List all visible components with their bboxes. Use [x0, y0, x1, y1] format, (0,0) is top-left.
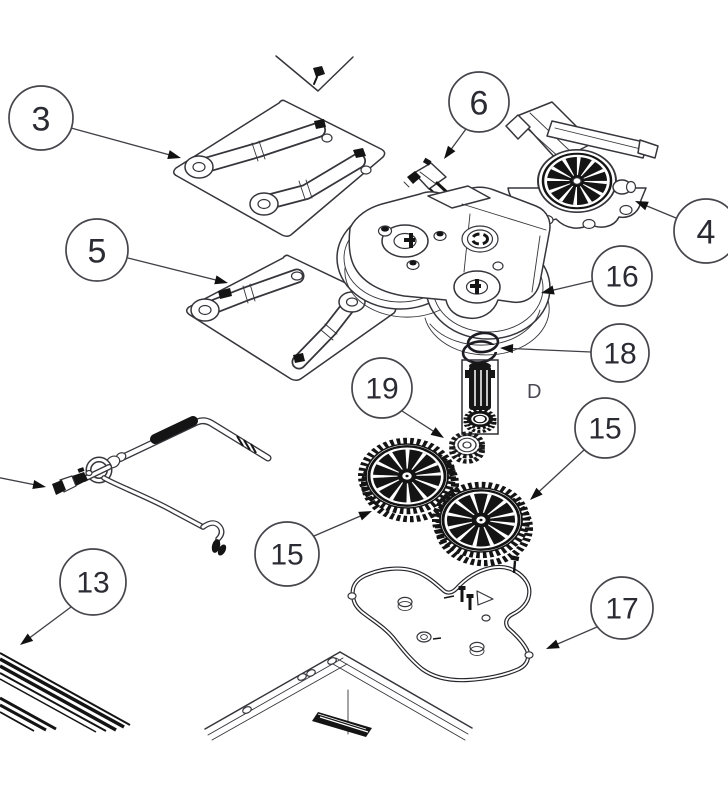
gasket-hardware: [397, 555, 520, 657]
link-arm-plate-lower: [186, 254, 397, 382]
callout-label-5: 5: [88, 232, 107, 270]
callout-15-leader-arrowhead: [530, 487, 543, 500]
callout-17-leader-line: [555, 626, 598, 646]
callout-balloon-4: [673, 198, 728, 264]
callout-balloon-18: [590, 323, 650, 383]
callout-balloon-6: [448, 71, 510, 133]
callout-15-leader-line: [537, 449, 585, 494]
callout-balloon-17: [590, 576, 654, 640]
link-arm-plate-upper: [173, 99, 386, 238]
callout-balloon-5: [65, 218, 129, 282]
callout-label-15: 15: [270, 539, 303, 572]
callout-6-leader-line: [449, 128, 467, 151]
gasket-seal: [347, 555, 534, 683]
callout-16-leader-line: [551, 280, 593, 292]
callout-4-leader-line: [644, 204, 677, 219]
callout-label-18: 18: [603, 338, 636, 371]
callout-16-leader-arrowhead: [541, 285, 555, 295]
callout-4-leader-arrowhead: [635, 201, 649, 211]
window-motor: [505, 101, 659, 230]
callout-label-4: 4: [697, 213, 716, 251]
callout-balloon-15: [574, 397, 636, 459]
callout-18-leader-arrowhead: [500, 343, 514, 354]
item-leader-0-line: [0, 477, 36, 486]
callout-balloon-16: [591, 245, 653, 307]
callout-13-leader-arrowhead: [20, 633, 34, 645]
top-plate-partial: [275, 55, 354, 92]
callout-label-6: 6: [470, 84, 489, 122]
main-gear-left: [358, 437, 459, 523]
callout-17-leader-arrowhead: [546, 639, 560, 649]
drive-shaft-detail: [461, 359, 499, 435]
callout-label-15: 15: [588, 413, 621, 446]
callout-18-leader-line: [510, 347, 592, 353]
callout-3-leader-line: [70, 127, 171, 156]
pinion-gear: [449, 431, 485, 464]
callout-19-leader-line: [401, 410, 436, 433]
gear-housing: [336, 185, 551, 356]
callout-15-leader-arrowhead: [358, 511, 372, 521]
callout-label-16: 16: [605, 261, 638, 294]
callout-label-3: 3: [32, 100, 51, 138]
callout-19-leader-arrowhead: [430, 427, 444, 438]
shaft-bushing-gear: [463, 408, 497, 433]
callout-label-17: 17: [605, 593, 638, 626]
callout-layer: 3 5 6 4 16 18 15 19 15 13 17 D: [0, 71, 728, 649]
item-leader-0-arrowhead: [32, 479, 46, 489]
callout-balloon-19: [351, 357, 413, 419]
callout-15-leader-line: [313, 514, 363, 537]
callout-5-leader-arrowhead: [214, 275, 228, 285]
callout-3-leader-arrowhead: [167, 150, 181, 160]
callout-balloon-13: [59, 548, 127, 616]
callout-balloon-3: [8, 85, 74, 151]
annotation-D: D: [527, 381, 541, 403]
callout-13-leader-line: [28, 606, 72, 639]
callout-label-19: 19: [365, 373, 398, 406]
callout-5-leader-line: [127, 257, 218, 281]
motor-drive-wheel: [537, 148, 617, 214]
guide-rail: [0, 652, 131, 733]
main-gear-right: [432, 481, 533, 567]
callout-6-leader-arrowhead: [444, 145, 456, 159]
callout-balloon-15: [254, 521, 320, 587]
base-frame: [204, 651, 473, 741]
splined-shaft: [465, 362, 495, 410]
callout-label-13: 13: [76, 567, 109, 600]
crank-handle: [52, 416, 272, 556]
